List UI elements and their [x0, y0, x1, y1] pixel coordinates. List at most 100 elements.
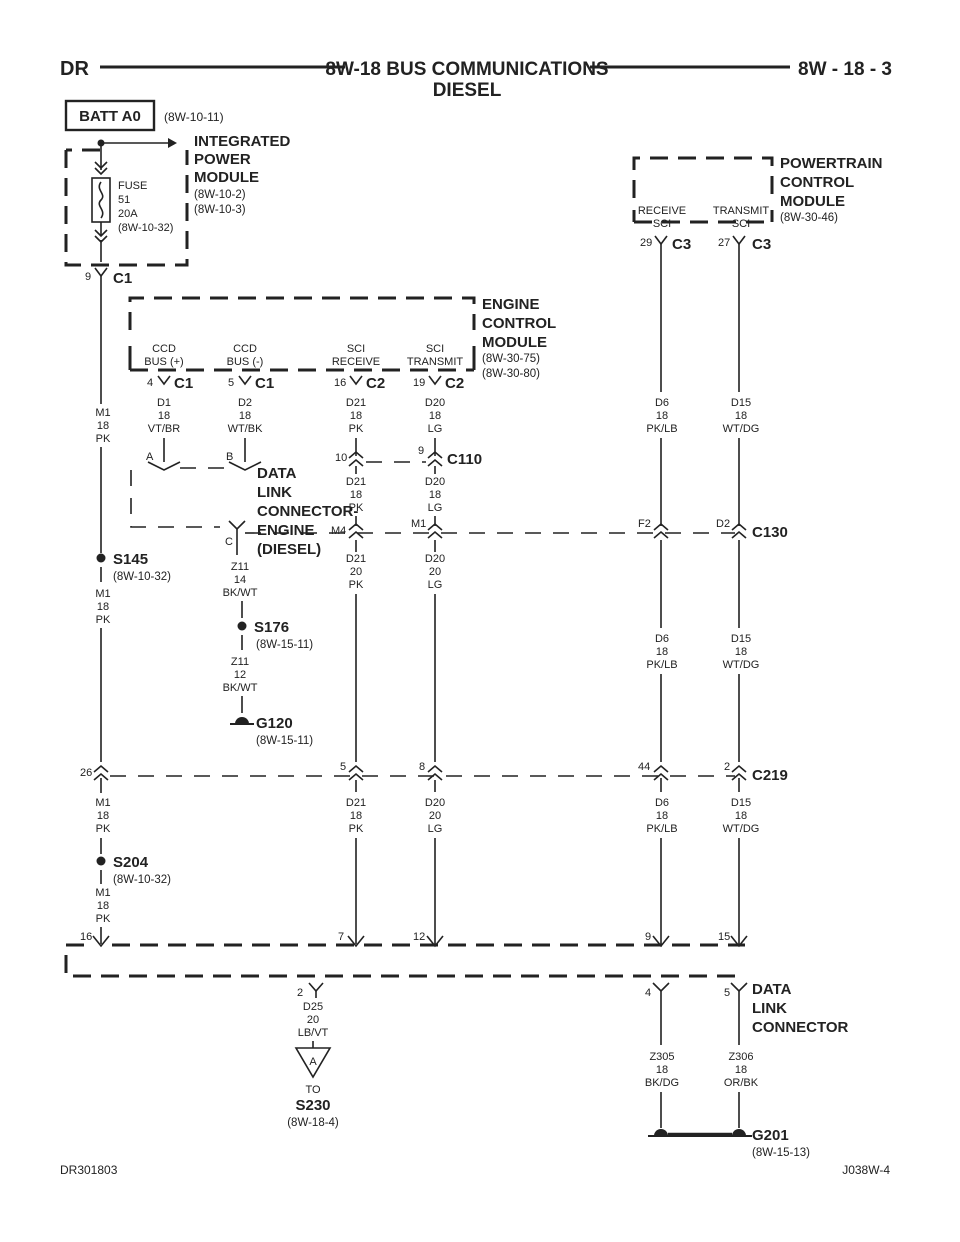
- ipm-name-3: MODULE: [194, 169, 259, 186]
- d15-a2: 18: [735, 410, 747, 422]
- s230-letter: A: [309, 1056, 317, 1068]
- ecm-pin-4: 19: [413, 377, 425, 389]
- c110-pin-left: 10: [335, 452, 347, 464]
- s204-label: S204: [113, 854, 149, 871]
- ecm-name-2: CONTROL: [482, 315, 556, 332]
- d21-c1: D21: [346, 553, 366, 565]
- header-left: DR: [60, 58, 89, 80]
- data-link-connector: 16 7 12 9 15 2 4 5 DATA LINK CONNECTOR: [64, 931, 849, 1036]
- d20-d3: LG: [428, 823, 443, 835]
- ipm-conn: C1: [113, 270, 132, 287]
- z11a-1: Z11: [231, 561, 249, 573]
- page-footer: DR301803 J038W-4: [60, 1163, 890, 1177]
- dlc-name-2: LINK: [752, 1000, 787, 1017]
- d15-c2: 18: [735, 810, 747, 822]
- pcm-transmit-1: TRANSMIT: [713, 205, 770, 217]
- d15-b2: 18: [735, 646, 747, 658]
- ecm-ccdp-1: CCD: [152, 343, 176, 355]
- ipm-name-2: POWER: [194, 151, 251, 168]
- dlce-pin-a: A: [146, 451, 154, 463]
- d21-a1: D21: [346, 397, 366, 409]
- d6-b3: PK/LB: [646, 659, 677, 671]
- ipm-name-1: INTEGRATED: [194, 133, 291, 150]
- d2-3: WT/BK: [228, 423, 263, 435]
- bottom-pin-3: 12: [413, 931, 425, 943]
- integrated-power-module: FUSE 51 20A (8W-10-32) INTEGRATED POWER …: [64, 133, 291, 287]
- d15-c3: WT/DG: [723, 823, 760, 835]
- d21-c2: 20: [350, 566, 362, 578]
- fuse-line-2: 51: [118, 194, 130, 206]
- z305-2: 18: [656, 1064, 668, 1076]
- ecm-pin-1: 4: [147, 377, 153, 389]
- z306-1: Z306: [728, 1051, 753, 1063]
- d2-2: 18: [239, 410, 251, 422]
- s230-to: TO: [305, 1084, 321, 1096]
- s176-label: S176: [254, 619, 289, 636]
- ecm-conn-4: C2: [445, 375, 464, 392]
- ecm-ccdm-2: BUS (-): [227, 356, 264, 368]
- d21-d2: 18: [350, 810, 362, 822]
- splice-dot-s145: [96, 553, 106, 563]
- d6-c2: 18: [656, 810, 668, 822]
- d21-b2: 18: [350, 489, 362, 501]
- header-title: 8W-18 BUS COMMUNICATIONS: [325, 59, 608, 80]
- d20-a2: 18: [429, 410, 441, 422]
- data-link-connector-engine: A B C DATA LINK CONNECTOR- ENGINE (DIESE…: [130, 451, 358, 558]
- z11-ground-path: Z11 14 BK/WT S176 (8W-15-11) Z11 12 BK/W…: [223, 561, 314, 747]
- fuse-line-4: (8W-10-32): [118, 222, 173, 234]
- d21-b3: PK: [349, 502, 364, 514]
- d21-d3: PK: [349, 823, 364, 835]
- batt-a0: BATT A0 (8W-10-11): [64, 99, 224, 132]
- d25-to-s230: D25 20 LB/VT A TO S230 (8W-18-4): [287, 991, 339, 1129]
- footer-right: J038W-4: [842, 1163, 890, 1177]
- d20-a3: LG: [428, 423, 443, 435]
- c130-pin-3: F2: [638, 518, 651, 530]
- s230-label: S230: [295, 1097, 330, 1114]
- pcm-name-2: CONTROL: [780, 174, 854, 191]
- m1-label-2b: 18: [97, 601, 109, 613]
- bottom-pin-5: 15: [718, 931, 730, 943]
- d20-d1: D20: [425, 797, 445, 809]
- ipm-pin: 9: [85, 271, 91, 283]
- pcm-receive-2: SCI: [653, 218, 671, 230]
- c219-label: C219: [752, 767, 788, 784]
- ecm-name-3: MODULE: [482, 334, 547, 351]
- header-right: 8W - 18 - 3: [798, 59, 892, 80]
- d6-a2: 18: [656, 410, 668, 422]
- pcm-pin-receive: 29: [640, 237, 652, 249]
- pcm-name-3: MODULE: [780, 193, 845, 210]
- dlce-name-1: DATA: [257, 465, 297, 482]
- d6-a3: PK/LB: [646, 423, 677, 435]
- dlce-name-5: (DIESEL): [257, 541, 321, 558]
- ecm-conn-3: C2: [366, 375, 385, 392]
- dlc-pin-3: 5: [724, 987, 730, 999]
- z11a-3: BK/WT: [223, 587, 258, 599]
- bottom-pin-2: 7: [338, 931, 344, 943]
- dlc-name-3: CONNECTOR: [752, 1019, 849, 1036]
- m1-label-4b: 18: [97, 900, 109, 912]
- splice-dot-s204: [96, 856, 106, 866]
- d15-a3: WT/DG: [723, 423, 760, 435]
- pcm-conn-2: C3: [752, 236, 771, 253]
- dlce-name-2: LINK: [257, 484, 292, 501]
- header-subtitle: DIESEL: [433, 80, 502, 101]
- m1-label-2a: M1: [95, 588, 110, 600]
- m1-label-3a: M1: [95, 797, 110, 809]
- d2-1: D2: [238, 397, 252, 409]
- d25-3: LB/VT: [298, 1027, 329, 1039]
- c110-pin-right: 9: [418, 445, 424, 457]
- d6-c1: D6: [655, 797, 669, 809]
- m1-label-4c: PK: [96, 913, 111, 925]
- c130-label: C130: [752, 524, 788, 541]
- page-header: DR 8W-18 BUS COMMUNICATIONS 8W - 18 - 3 …: [60, 58, 892, 101]
- z306-2: 18: [735, 1064, 747, 1076]
- c219-pin-3: 8: [419, 761, 425, 773]
- engine-control-module: ENGINE CONTROL MODULE (8W-30-75) (8W-30-…: [128, 296, 556, 392]
- dlce-name-3: CONNECTOR-: [257, 503, 358, 520]
- d6-c3: PK/LB: [646, 823, 677, 835]
- ground-icon: [235, 717, 249, 724]
- ecm-pin-2: 5: [228, 377, 234, 389]
- m1-label-1b: 18: [97, 420, 109, 432]
- g120-ref: (8W-15-11): [256, 735, 313, 747]
